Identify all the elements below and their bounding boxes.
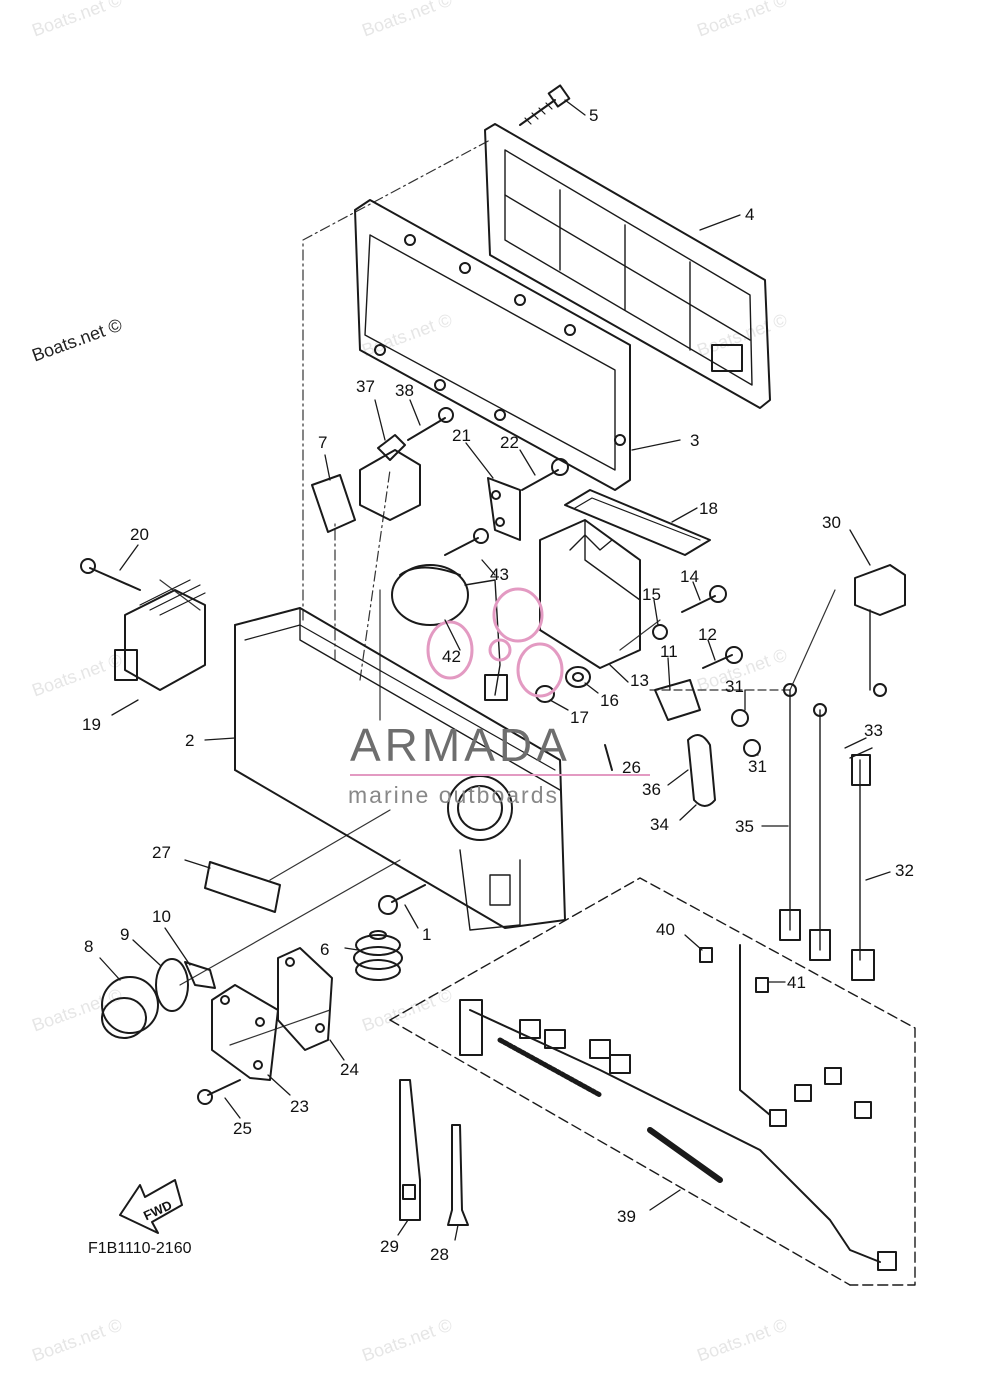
callout-29: 29 [380,1237,399,1256]
connector-part-33 [849,747,873,759]
brand-tagline: marine outboards [348,782,559,808]
screw-part-20 [80,558,141,591]
callout-14: 14 [680,567,699,586]
diagram-code: F1B1110-2160 [88,1240,192,1257]
callout-4: 4 [745,205,754,224]
callout-39: 39 [617,1207,636,1226]
callout-5: 5 [589,106,598,125]
band-part-28 [447,1124,469,1226]
bolt-part-22 [521,458,569,491]
callout-37: 37 [356,377,375,396]
brand-logo [426,587,564,698]
callout-10: 10 [152,907,171,926]
bolt-part-38 [407,407,454,441]
callout-18: 18 [699,499,718,518]
grommet-part-16 [565,666,591,688]
callout-8: 8 [84,937,93,956]
washer-part-15 [652,624,668,640]
callout-9: 9 [120,925,129,944]
bolt-part-14 [681,585,727,613]
screw-part-25 [197,1079,241,1105]
callout-32: 32 [895,861,914,880]
callout-17: 17 [570,708,589,727]
callout-19: 19 [82,715,101,734]
bolt-part-31 [731,709,761,757]
callout-23: 23 [290,1097,309,1116]
callout-20: 20 [130,525,149,544]
lead-part-32 [851,754,875,981]
strap-part-18 [564,489,711,556]
callout-27: 27 [152,843,171,862]
callout-11: 11 [660,642,678,661]
callout-33: 33 [864,721,883,740]
brand-divider [350,774,650,776]
grommet-part-6 [353,930,403,981]
callout-43: 43 [490,565,509,584]
callout-12: 12 [698,625,717,644]
ecu-part-13 [539,519,641,669]
cap-part-8 [101,976,159,1039]
callout-13: 13 [630,671,649,690]
cap-part-34 [687,734,716,807]
callout-3: 3 [690,431,699,450]
brand-name: ARMADA [350,719,571,771]
callout-15: 15 [642,585,661,604]
coil-part-42 [391,564,508,701]
sensor-part-30 [854,564,906,697]
callout-16: 16 [600,691,619,710]
band-part-29 [399,1079,421,1221]
callout-35: 35 [735,817,754,836]
callout-1: 1 [422,925,431,944]
bracket-part-11 [654,679,701,721]
clip-part-10 [184,961,216,989]
seal-part-9 [155,958,189,1012]
callout-28: 28 [430,1245,449,1264]
cover-part-4 [484,123,771,409]
callout-30: 30 [822,513,841,532]
callout-42: 42 [442,647,461,666]
callout-25: 25 [233,1119,252,1138]
callout-21: 21 [452,426,471,445]
pad-part-7 [311,474,356,533]
connector-part-41 [755,977,769,993]
callout-2: 2 [185,731,194,750]
callout-34: 34 [650,815,669,834]
bracket-part-21 [487,477,521,541]
relay-part-37 [359,434,421,521]
callout-22: 22 [500,433,519,452]
callout-labels: 1 2 3 4 5 6 7 8 9 10 11 12 13 14 15 16 1… [82,106,914,1264]
callout-24: 24 [340,1060,359,1079]
clip-part-36 [604,744,613,771]
callout-40: 40 [656,920,675,939]
screw-part-5 [519,84,571,126]
callout-26: 26 [622,758,641,777]
collar-part-17 [535,685,555,703]
bolt-part-12 [702,646,743,669]
label-part-27 [204,861,281,913]
callout-31a: 31 [725,677,744,696]
callout-7: 7 [318,433,327,452]
fwd-arrow-icon [119,1179,183,1234]
callout-6: 6 [320,940,329,959]
regulator-part-19 [114,579,206,691]
callout-leaders [99,99,891,1241]
harness-outline-part-39 [389,877,916,1286]
lead-part-35 [779,683,831,961]
connector-part-40 [699,947,713,963]
bolt-part-43 [444,528,489,556]
plate-part-24 [277,947,333,1051]
gasket-part-3 [354,199,631,491]
bolt-part-1 [378,884,426,915]
callout-31b: 31 [748,757,767,776]
callout-41: 41 [787,973,806,992]
assembly-guide-lines [159,139,836,1046]
callout-38: 38 [395,381,414,400]
plate-part-23 [211,984,279,1081]
callout-36: 36 [642,780,661,799]
